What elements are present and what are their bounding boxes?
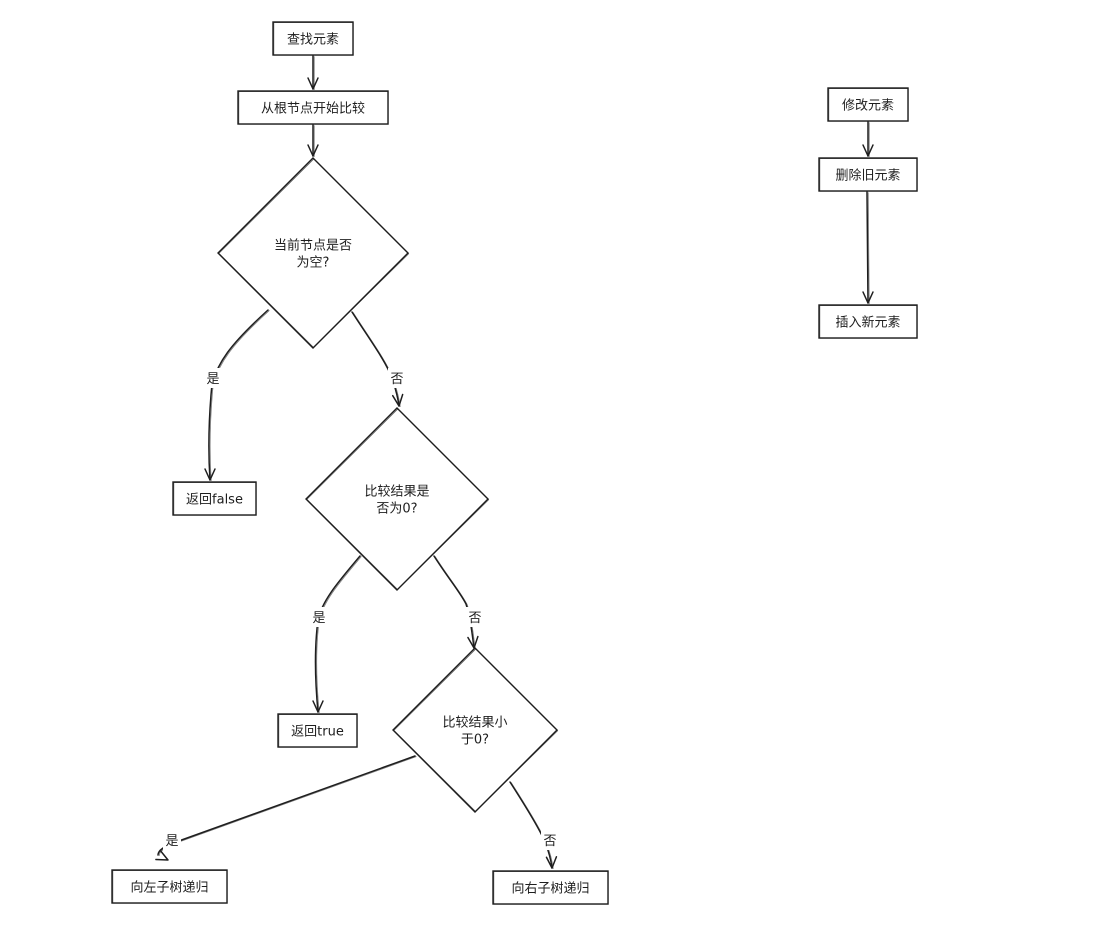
node-insert: 插入新元素	[818, 304, 918, 339]
node-label: 为空?	[297, 256, 330, 271]
node-box	[492, 870, 609, 905]
arrowhead	[307, 77, 319, 90]
arrowhead	[391, 393, 404, 407]
edge-cmp0-lt0	[433, 555, 479, 650]
node-label: 删除旧元素	[835, 169, 900, 184]
node-modify: 修改元素	[827, 87, 909, 122]
edge-label-empty-retfalse: 是	[204, 368, 222, 388]
edge-label-lt0-left: 是	[163, 830, 181, 850]
edge-label-text: 否	[468, 611, 481, 626]
arrowhead	[307, 144, 319, 157]
node-label: 比较结果小	[442, 716, 507, 731]
node-label: 查找元素	[287, 33, 339, 48]
node-label: 比较结果是	[364, 485, 429, 500]
node-label: 返回true	[291, 725, 344, 740]
node-root: 从根节点开始比较	[237, 90, 389, 125]
node-box	[172, 481, 257, 516]
edge-root-empty	[307, 124, 319, 158]
edge-label-cmp0-lt0: 否	[466, 607, 484, 627]
edge-lt0-left	[155, 755, 417, 861]
node-find: 查找元素	[272, 21, 354, 56]
node-left: 向左子树递归	[111, 869, 228, 904]
node-label: 向右子树递归	[511, 881, 589, 897]
arrowhead	[862, 144, 874, 157]
edge-label-cmp0-rettrue: 是	[310, 607, 328, 627]
edge-delete-insert	[862, 191, 874, 305]
node-rettrue: 返回true	[277, 713, 358, 748]
edge-modify-delete	[862, 121, 874, 158]
edge-label-empty-cmp0: 否	[388, 368, 406, 388]
edge-cmp0-rettrue	[312, 555, 362, 714]
edge-label-text: 否	[543, 834, 556, 849]
node-right: 向右子树递归	[492, 870, 609, 905]
arrowhead	[862, 291, 874, 304]
nodes-layer: 查找元素从根节点开始比较当前节点是否为空?返回false比较结果是否为0?返回t…	[111, 21, 918, 905]
arrowhead	[467, 635, 479, 649]
edge-labels-layer: 是否是否是否	[163, 368, 559, 850]
node-label: 否为0?	[376, 502, 417, 517]
node-label: 从根节点开始比较	[261, 102, 365, 117]
edge-label-lt0-right: 否	[541, 830, 559, 850]
node-box	[277, 713, 358, 748]
arrowhead	[204, 468, 216, 481]
node-box	[237, 90, 389, 125]
node-retfalse: 返回false	[172, 481, 257, 516]
edge-label-text: 是	[312, 611, 325, 626]
arrowhead	[312, 700, 324, 713]
arrowhead	[545, 856, 558, 869]
edge-empty-cmp0	[351, 311, 404, 408]
edge-find-root	[307, 55, 319, 91]
node-label: 于0?	[461, 733, 489, 748]
edge-label-text: 否	[390, 372, 403, 387]
node-label: 插入新元素	[835, 315, 900, 331]
edge-label-text: 是	[165, 834, 178, 849]
node-box	[111, 869, 228, 904]
edge-label-text: 是	[206, 372, 219, 387]
node-label: 修改元素	[842, 99, 894, 114]
node-label: 返回false	[186, 493, 243, 508]
node-label: 当前节点是否	[274, 238, 352, 254]
arrowhead	[155, 849, 169, 861]
node-delete: 删除旧元素	[818, 157, 918, 192]
node-label: 向左子树递归	[130, 880, 208, 896]
edge-empty-retfalse	[204, 309, 270, 482]
edge-lt0-right	[509, 781, 558, 870]
